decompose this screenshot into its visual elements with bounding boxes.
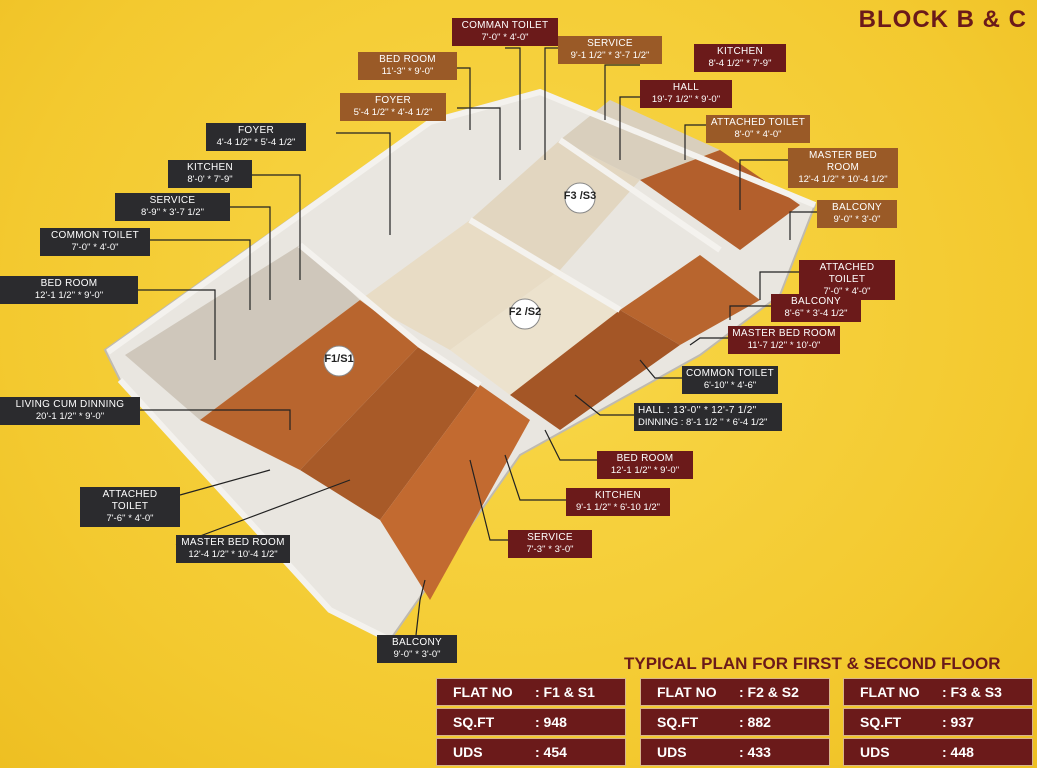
flat-marker-f1: F1/S1 (324, 353, 354, 365)
uds-row: UDS: 454 (436, 738, 626, 766)
flat-no-row: FLAT NO: F1 & S1 (436, 678, 626, 706)
flat-marker-f3: F3 /S3 (563, 190, 597, 202)
flat-table-f3: FLAT NO: F3 & S3 SQ.FT: 937 UDS: 448 (843, 678, 1033, 768)
uds-row: UDS: 448 (843, 738, 1033, 766)
room-label-hall-dinning: HALL : 13'-0'' * 12'-7 1/2"DINNING : 8'-… (634, 403, 782, 431)
flat-no-row: FLAT NO: F3 & S3 (843, 678, 1033, 706)
uds-row: UDS: 433 (640, 738, 830, 766)
sqft-row: SQ.FT: 948 (436, 708, 626, 736)
flat-table-f1: FLAT NO: F1 & S1 SQ.FT: 948 UDS: 454 (436, 678, 626, 768)
plan-subtitle: TYPICAL PLAN FOR FIRST & SECOND FLOOR (624, 654, 1001, 673)
block-title: BLOCK B & C (858, 6, 1027, 33)
sqft-row: SQ.FT: 937 (843, 708, 1033, 736)
sqft-row: SQ.FT: 882 (640, 708, 830, 736)
flat-table-f2: FLAT NO: F2 & S2 SQ.FT: 882 UDS: 433 (640, 678, 830, 768)
flat-marker-f2: F2 /S2 (508, 306, 542, 318)
flat-no-row: FLAT NO: F2 & S2 (640, 678, 830, 706)
